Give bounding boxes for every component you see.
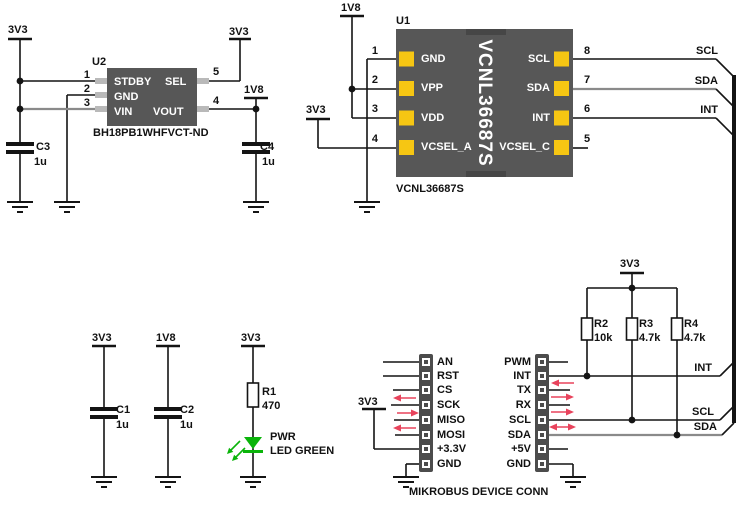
signal-direction-arrows (393, 379, 576, 432)
c4-refdes: C4 (260, 141, 275, 153)
mikrobus-pin-cs: CS (437, 384, 453, 396)
led-symbol (227, 437, 263, 461)
net-label-1v8: 1V8 (341, 2, 361, 14)
capacitor-symbols (6, 142, 270, 419)
r1-refdes: R1 (262, 386, 277, 398)
net-label-scl: SCL (696, 45, 718, 57)
resistor-symbols (246, 317, 684, 408)
u1-pin-number: 6 (584, 103, 591, 115)
c2-refdes: C2 (180, 404, 195, 416)
r3-refdes: R3 (639, 318, 654, 330)
net-label-3v3: 3V3 (358, 396, 378, 408)
u1-die-marking: VCNL36687S (474, 39, 495, 167)
u1-pin-name-vcsel-c: VCSEL_C (499, 141, 550, 153)
u2-pin-name-vin: VIN (114, 106, 133, 118)
mikrobus-pin-int: INT (513, 370, 531, 382)
mikrobus-pin-5v: +5V (511, 443, 531, 455)
u1-pin-name-scl: SCL (528, 53, 550, 65)
mikrobus-right-header (535, 354, 549, 472)
mikrobus-left-header (419, 354, 433, 472)
u2-pin-name-vout: VOUT (153, 106, 184, 118)
u1-pin-number: 3 (371, 103, 378, 115)
mikrobus-connector-title: MIKROBUS DEVICE CONN (409, 486, 549, 498)
u1-pin-name-int: INT (532, 112, 550, 124)
u2-pin-number: 5 (213, 66, 220, 78)
r2-value: 10k (594, 332, 613, 344)
u1-chip-symbol (396, 29, 573, 177)
u1-part-number: VCNL36687S (396, 183, 464, 195)
mikrobus-pin-scl: SCL (509, 414, 531, 426)
u1-pin-name-sda: SDA (526, 82, 550, 94)
mikrobus-pin-pwm: PWM (504, 356, 531, 368)
u1-pin-name-vcsel-a: VCSEL_A (421, 141, 472, 153)
u2-pin-number: 3 (83, 97, 90, 109)
mikrobus-pin-tx: TX (516, 384, 531, 396)
net-label-3v3: 3V3 (8, 24, 28, 36)
wires (19, 16, 736, 477)
mikrobus-pin-an: AN (437, 356, 453, 368)
mikrobus-pin-rst: RST (437, 370, 459, 382)
net-label-3v3: 3V3 (92, 332, 112, 344)
u2-pin-number: 4 (213, 95, 220, 107)
u2-refdes: U2 (92, 56, 107, 68)
u2-pin-name-stdby: STDBY (114, 76, 152, 88)
net-label-3v3: 3V3 (620, 258, 640, 270)
r3-value: 4.7k (639, 332, 661, 344)
u1-pin-number: 5 (584, 133, 591, 145)
u1-pin-number: 7 (584, 74, 591, 86)
net-label-1v8: 1V8 (244, 84, 264, 96)
u2-pin-name-gnd: GND (114, 91, 139, 103)
mikrobus-pin-sda: SDA (507, 429, 531, 441)
u1-pin-number: 8 (584, 45, 591, 57)
net-label-scl: SCL (692, 406, 714, 418)
c1-value: 1u (116, 419, 129, 431)
net-label-int: INT (694, 362, 712, 374)
u2-pin-number: 2 (83, 83, 90, 95)
u2-chip-symbol (95, 68, 209, 126)
net-label-int: INT (700, 104, 718, 116)
u1-refdes: U1 (396, 15, 411, 27)
c4-value: 1u (262, 156, 275, 168)
c3-refdes: C3 (36, 141, 51, 153)
r4-value: 4.7k (684, 332, 706, 344)
mikrobus-pin-gnd: GND (437, 458, 462, 470)
r4-refdes: R4 (684, 318, 699, 330)
mikrobus-pin-gnd2: GND (506, 458, 531, 470)
u2-pin-number: 1 (83, 69, 90, 81)
u2-part-number: BH18PB1WHFVCT-ND (93, 127, 209, 139)
u2-pin-name-sel: SEL (165, 76, 187, 88)
mikrobus-pin-3v3: +3.3V (437, 443, 467, 455)
led-name: PWR (270, 431, 296, 443)
mikrobus-pin-rx: RX (515, 399, 531, 411)
net-label-3v3: 3V3 (229, 26, 249, 38)
mikrobus-pin-miso: MISO (437, 414, 466, 426)
u1-pin-name-vpp: VPP (421, 82, 444, 94)
u1-pin-number: 2 (371, 74, 378, 86)
u1-pin-number: 1 (371, 45, 378, 57)
net-label-1v8: 1V8 (156, 332, 176, 344)
net-label-3v3: 3V3 (241, 332, 261, 344)
junction-dots (16, 77, 681, 439)
c2-value: 1u (180, 419, 193, 431)
r1-value: 470 (262, 400, 281, 412)
u1-pin-name-gnd: GND (421, 53, 446, 65)
net-label-3v3: 3V3 (306, 104, 326, 116)
c1-refdes: C1 (116, 404, 131, 416)
u1-pin-name-vdd: VDD (421, 112, 445, 124)
u1-pin-number: 4 (371, 133, 378, 145)
net-label-sda: SDA (694, 75, 718, 87)
mikrobus-pin-mosi: MOSI (437, 429, 466, 441)
led-description: LED GREEN (270, 445, 335, 457)
mikrobus-pin-sck: SCK (437, 399, 461, 411)
c3-value: 1u (34, 156, 47, 168)
net-label-sda: SDA (693, 421, 717, 433)
r2-refdes: R2 (594, 318, 609, 330)
